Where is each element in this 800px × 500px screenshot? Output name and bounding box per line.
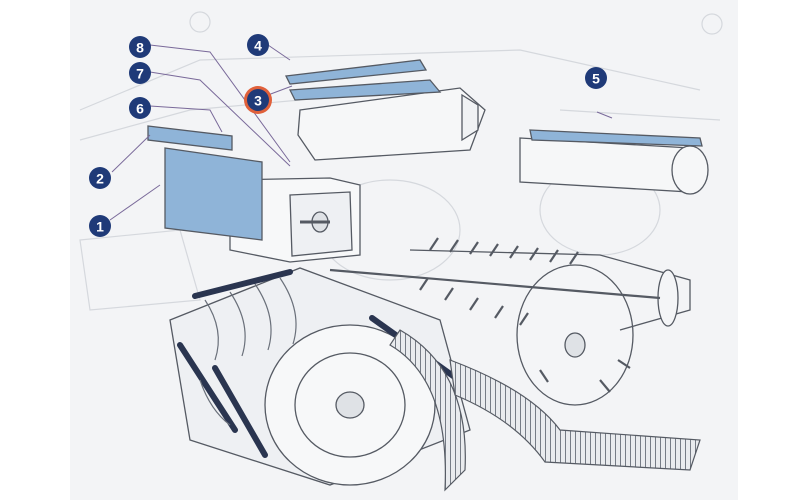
callout-badge <box>585 67 607 89</box>
callout-number: 4 <box>254 38 262 54</box>
callout-badge <box>247 89 269 111</box>
callout-7[interactable]: 7 <box>129 62 151 84</box>
callout-number: 8 <box>136 40 144 56</box>
callout-number: 7 <box>136 66 144 82</box>
callout-markers: 1 2 3 4 5 6 7 8 <box>89 34 607 237</box>
concave-grate <box>389 329 701 492</box>
thresher-drum <box>169 267 473 486</box>
drum-fins <box>199 277 297 426</box>
callout-badge <box>89 215 111 237</box>
callout-badge <box>247 34 269 56</box>
callout-4[interactable]: 4 <box>247 34 269 56</box>
threshing-rotor <box>329 237 691 406</box>
callout-number: 1 <box>96 219 104 235</box>
callout-number: 2 <box>96 171 104 187</box>
callout-3[interactable]: 3 <box>244 86 272 114</box>
left-cover-parts <box>147 125 263 241</box>
callout-2[interactable]: 2 <box>89 167 111 189</box>
callout-5[interactable]: 5 <box>585 67 607 89</box>
callout-badge <box>129 62 151 84</box>
callout-6[interactable]: 6 <box>129 97 151 119</box>
callout-badge <box>129 36 151 58</box>
callout-number: 5 <box>592 71 600 87</box>
rasp-bar-drum <box>519 129 709 195</box>
callout-8[interactable]: 8 <box>129 36 151 58</box>
callout-number: 6 <box>136 101 144 117</box>
callout-1[interactable]: 1 <box>89 215 111 237</box>
callout-number: 3 <box>254 93 262 109</box>
rotor-tines <box>419 237 631 393</box>
leader-lines <box>109 44 613 221</box>
callout-badge <box>129 97 151 119</box>
callout-badge <box>89 167 111 189</box>
rotor-bar-assembly <box>285 59 486 161</box>
